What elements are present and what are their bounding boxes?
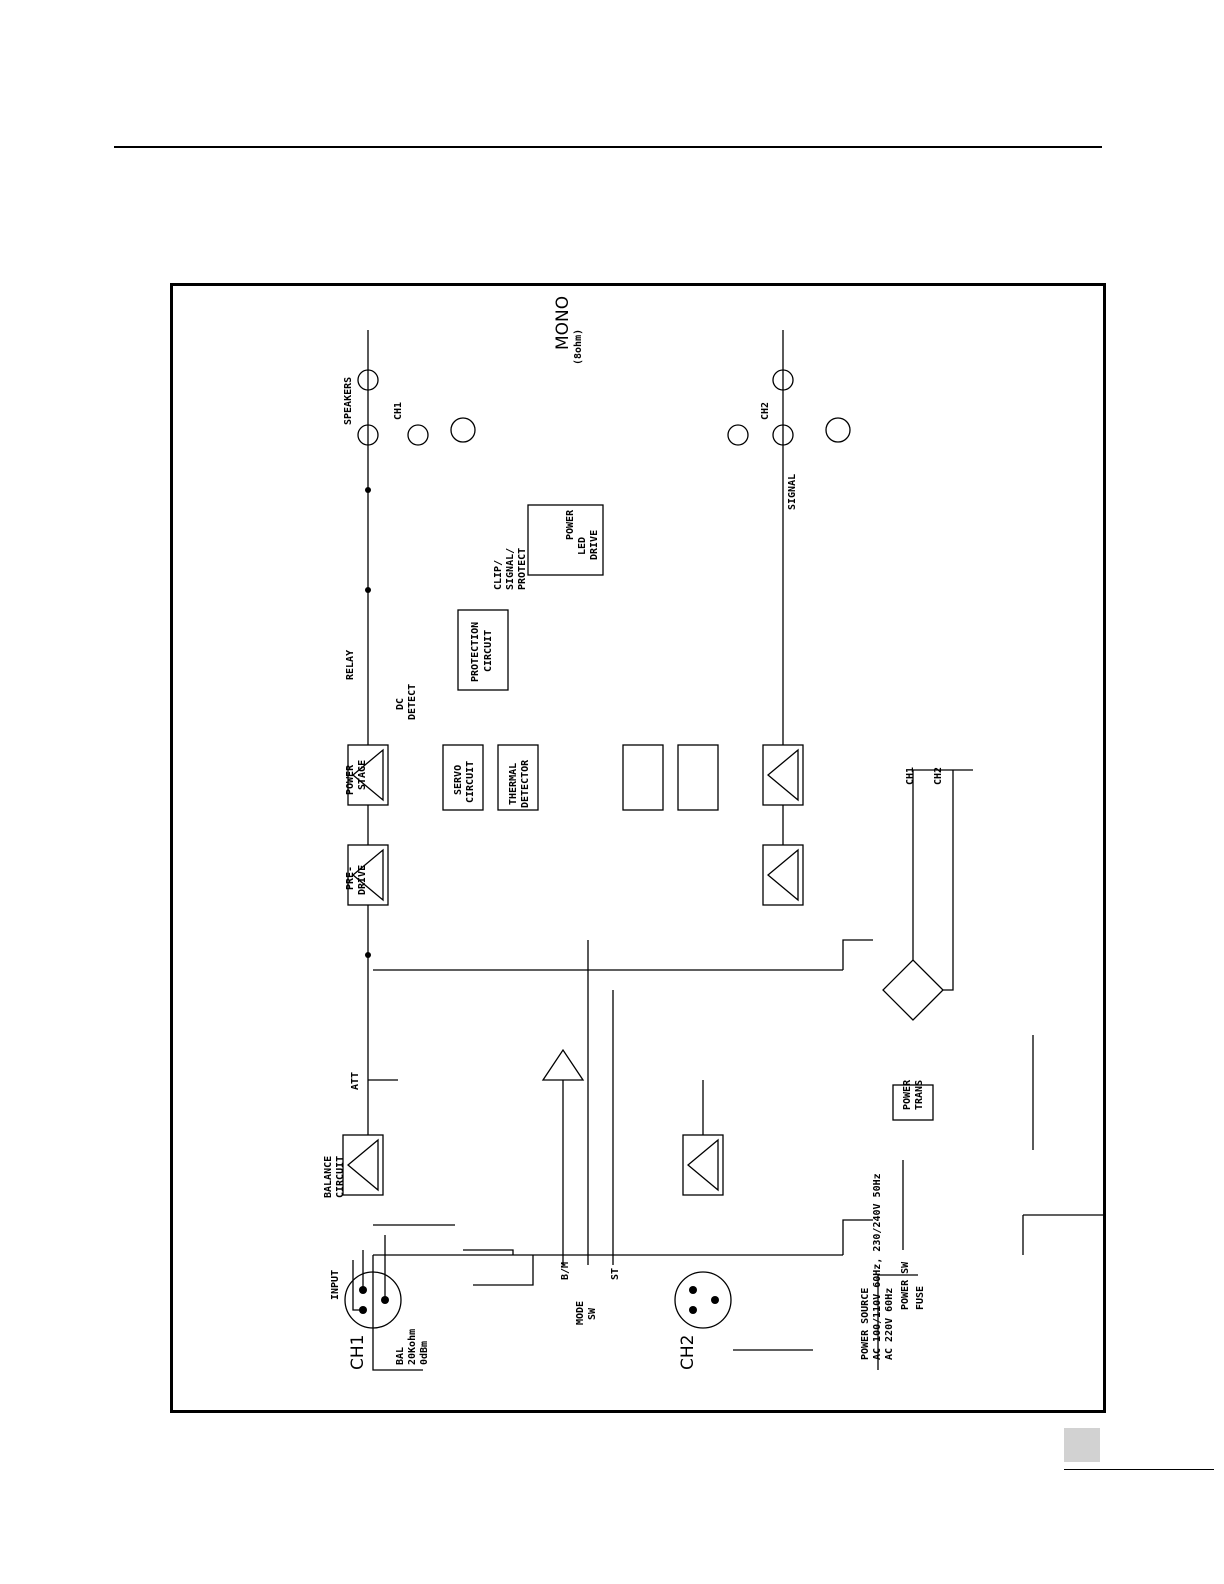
- mono-label: MONO: [553, 296, 573, 350]
- power-source-label-3: AC 220V 60Hz: [884, 1288, 895, 1360]
- power-transformer: [892, 1084, 934, 1121]
- led-drive: [527, 504, 604, 576]
- bridge-rectifier: [882, 959, 944, 1021]
- speaker-ch2-minus: [727, 424, 749, 446]
- protection-label-2: CIRCUIT: [483, 630, 494, 672]
- speaker-ch1-minus: [407, 424, 429, 446]
- mode-label-2: SW: [587, 1307, 598, 1320]
- power-source-label-1: POWER SOURCE: [860, 1288, 871, 1360]
- ps-ch2-label: CH2: [933, 767, 944, 785]
- level-label: 0dBm: [419, 1341, 430, 1365]
- ch1-out-label: CH1: [393, 402, 404, 420]
- ps-ch1-label: CH1: [905, 767, 916, 785]
- ch1-in-label: CH1: [348, 1335, 368, 1370]
- ch2-xlr-connector: [674, 1271, 732, 1329]
- power-trans-label-2: TRANS: [914, 1080, 925, 1110]
- ch2-out-label: CH2: [760, 402, 771, 420]
- ch1-balance-circuit: [342, 1134, 384, 1196]
- ch1-servo-circuit: [442, 744, 484, 811]
- relay-label: RELAY: [345, 650, 356, 680]
- balance-label-1: BALANCE: [323, 1156, 334, 1198]
- att-label: ATT: [350, 1072, 361, 1090]
- protection-circuit: [457, 609, 509, 691]
- ch1-output: [365, 330, 371, 1135]
- dc-label-2: DETECT: [407, 684, 418, 720]
- power-trans-label-1: POWER: [902, 1079, 913, 1110]
- signal-label: SIGNAL: [787, 474, 798, 510]
- bm-label: B/M: [560, 1262, 571, 1280]
- clip-label-1: CLIP/: [493, 560, 504, 590]
- servo-label-1: SERVO: [453, 765, 464, 795]
- ch2-thermal-detector: [622, 744, 664, 811]
- speaker-ch1-plus: [357, 424, 379, 446]
- footer-rule: [1064, 1469, 1214, 1470]
- ch1-xlr-connector: [344, 1271, 402, 1329]
- mode-label-1: MODE: [575, 1301, 586, 1325]
- impedance-label: 20Kohm: [407, 1329, 418, 1365]
- speakon-ch1: [450, 417, 476, 443]
- ch2-servo-circuit: [677, 744, 719, 811]
- pre-drive-label-1: PRE-: [345, 866, 356, 890]
- speakers-label: SPEAKERS: [343, 377, 354, 425]
- protection-label-1: PROTECTION: [470, 622, 481, 682]
- ch2-chain: [622, 330, 804, 1329]
- page-number-tab: [1064, 1428, 1100, 1462]
- mono-impedance: (8ohm): [573, 329, 584, 365]
- power-supply: [877, 769, 973, 1370]
- st-label: ST: [610, 1268, 621, 1280]
- signal-wiring: [372, 939, 1103, 1371]
- speakon-ch2: [825, 417, 851, 443]
- clip-label-2: SIGNAL/: [505, 548, 516, 590]
- header-rule: [114, 146, 1102, 148]
- ch1-thermal-detector: [497, 744, 539, 811]
- balance-label-2: CIRCUIT: [335, 1156, 346, 1198]
- led-drive-label-1: LED: [577, 537, 588, 555]
- diagram-frame: [170, 283, 1106, 1413]
- clip-label-3: PROTECT: [517, 548, 528, 590]
- power-stage-label-2: STAGE: [357, 760, 368, 790]
- speaker-ch2-plus: [772, 424, 794, 446]
- bal-label: BAL: [395, 1347, 406, 1365]
- pre-drive-label-2: DRIVE: [357, 865, 368, 895]
- thermal-label-1: THERMAL: [508, 763, 519, 805]
- servo-label-2: CIRCUIT: [465, 761, 476, 803]
- power-sw-label: POWER SW: [900, 1261, 911, 1310]
- fuse-label: FUSE: [915, 1286, 926, 1310]
- input-label: INPUT: [330, 1270, 341, 1300]
- amplifier-block-diagram: MONO (8ohm) SPEAKERS CH1 CH2 SIGNAL POWE…: [323, 296, 1103, 1371]
- thermal-label-2: DETECTOR: [520, 759, 531, 808]
- power-source-label-2: AC 100/110V 60Hz, 230/240V 50Hz: [872, 1173, 883, 1360]
- speaker-mono-minus: [772, 369, 794, 391]
- dc-label-1: DC: [395, 698, 406, 710]
- power-stage-label-1: POWER: [345, 764, 356, 795]
- mode-buffer: [541, 1048, 585, 1081]
- ch2-in-label: CH2: [678, 1335, 698, 1370]
- led-drive-label-2: DRIVE: [589, 530, 600, 560]
- speaker-mono-plus: [357, 369, 379, 391]
- ch1-chain: [342, 744, 539, 1329]
- power-led-label: POWER: [565, 509, 576, 540]
